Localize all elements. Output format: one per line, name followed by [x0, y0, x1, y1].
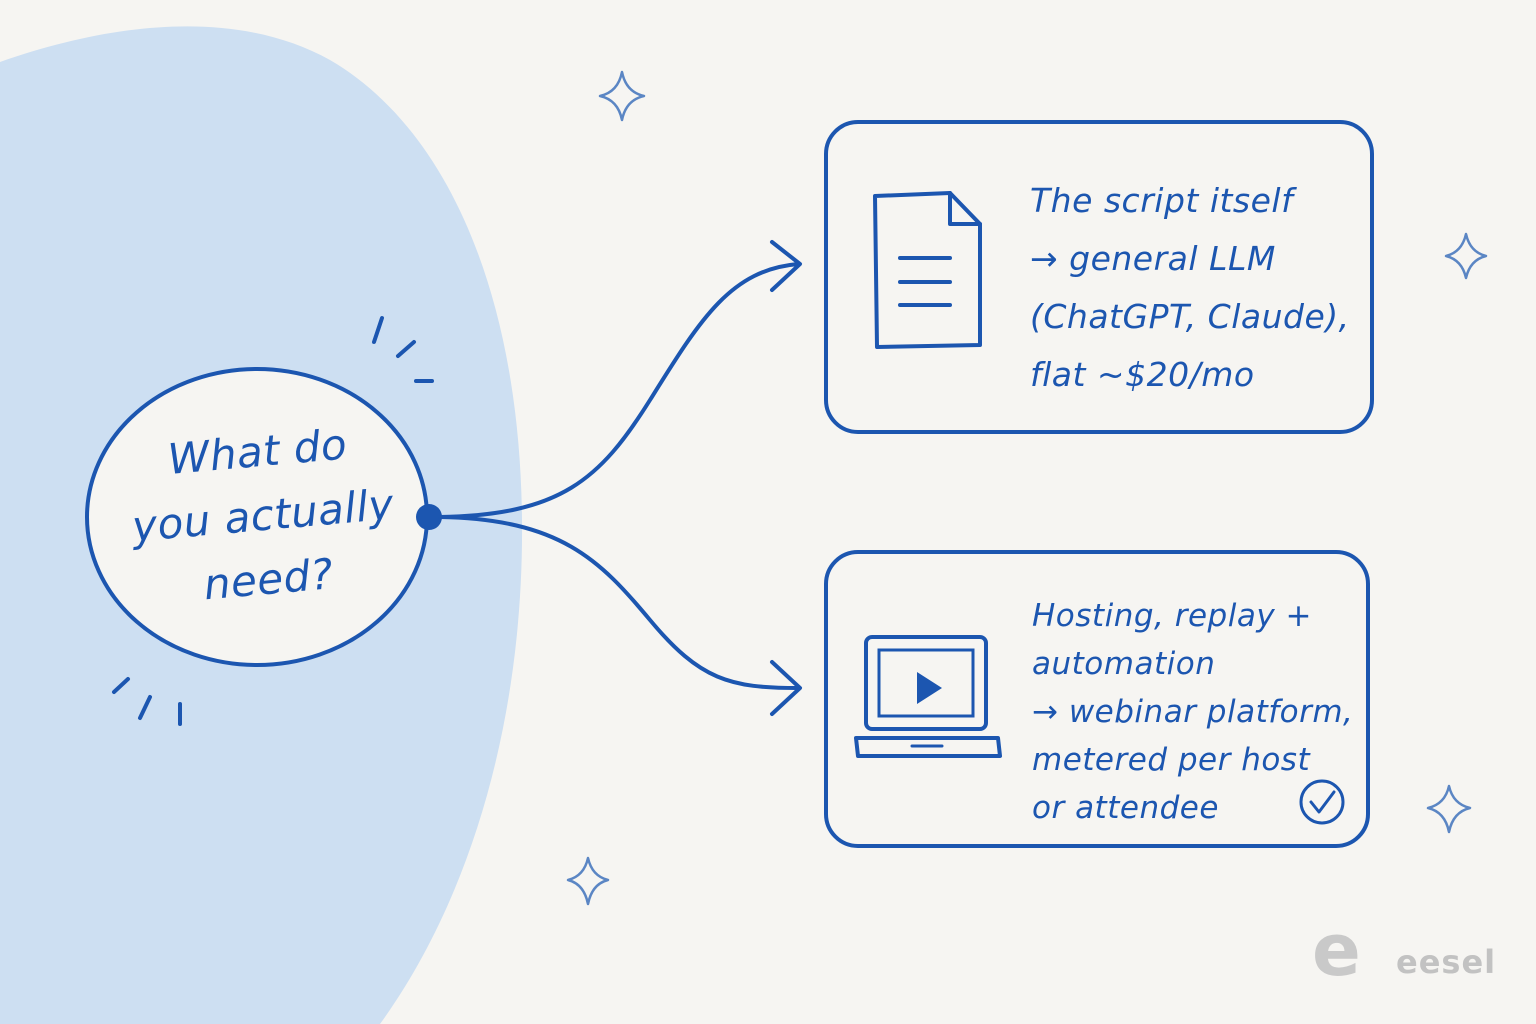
branch-arrow-bottom — [438, 515, 802, 716]
document-icon — [873, 191, 982, 349]
sparkle-icon — [566, 856, 610, 906]
burst-lines — [112, 316, 434, 726]
option-line: flat ~$20/mo — [1030, 355, 1255, 394]
connector-dot — [416, 504, 442, 530]
option-line: or attendee — [1032, 790, 1219, 826]
option-card-llm — [824, 120, 1374, 434]
brand-logo: e eesel — [1312, 914, 1512, 988]
option-line: (ChatGPT, Claude), — [1030, 297, 1350, 336]
option-line: The script itself — [1030, 181, 1294, 220]
option-text-llm: The script itself → general LLM (ChatGPT… — [1030, 172, 1350, 404]
option-line: automation — [1032, 646, 1216, 682]
sparkle-icon — [1444, 232, 1488, 280]
option-line: metered per host — [1032, 742, 1311, 778]
sparkle-icon — [598, 70, 646, 122]
laptop-play-icon — [854, 635, 1002, 758]
option-line: → webinar platform, — [1032, 694, 1354, 730]
brand-mark-icon: e — [1312, 908, 1361, 992]
option-card-platform — [824, 550, 1370, 848]
branch-arrow-top — [438, 240, 802, 519]
question-text: What do you actually need? — [110, 408, 416, 625]
sparkle-icon — [1426, 784, 1472, 834]
checkmark-icon — [1299, 779, 1345, 825]
option-line: Hosting, replay + — [1032, 598, 1313, 634]
brand-name: eesel — [1396, 943, 1497, 981]
option-line: → general LLM — [1030, 239, 1276, 278]
option-text-platform: Hosting, replay + automation → webinar p… — [1032, 592, 1353, 832]
